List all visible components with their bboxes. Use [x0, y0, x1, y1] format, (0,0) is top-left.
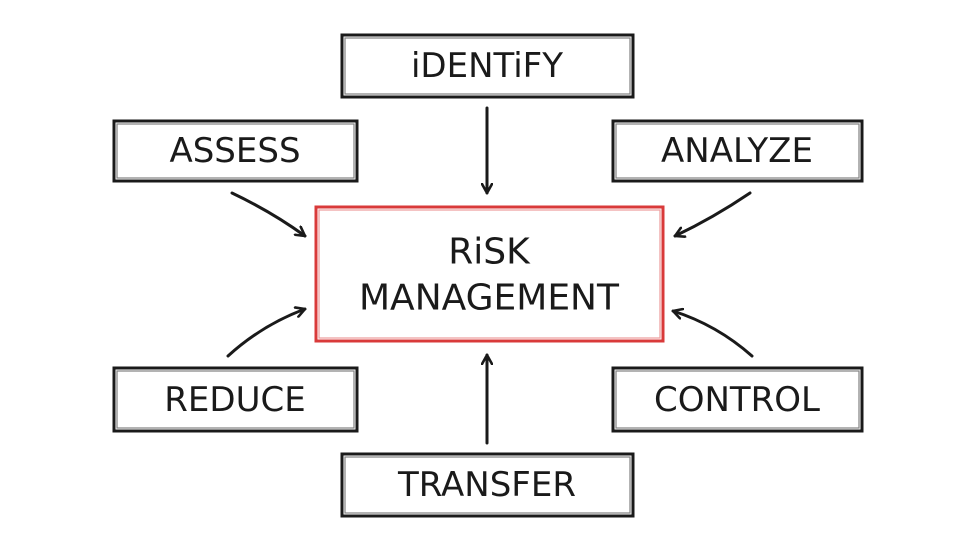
node-identify-label: iDENTiFY — [411, 46, 563, 86]
node-control: CONTROL — [611, 366, 864, 433]
node-assess: ASSESS — [112, 119, 359, 183]
node-transfer-label: TRANSFER — [397, 465, 576, 505]
node-assess-label: ASSESS — [169, 131, 300, 171]
center-node: RiSK MANAGEMENT — [314, 205, 665, 343]
arrow-analyze-to-center — [673, 191, 752, 236]
node-analyze-label: ANALYZE — [661, 131, 813, 171]
center-title-line1: RiSK — [448, 232, 531, 273]
center-title-line2: MANAGEMENT — [359, 278, 620, 319]
arrow-control-to-center — [671, 311, 754, 358]
arrow-reduce-to-center — [226, 309, 307, 358]
node-analyze: ANALYZE — [611, 119, 864, 183]
node-transfer: TRANSFER — [340, 452, 635, 518]
arrow-assess-to-center — [230, 191, 307, 238]
node-reduce-label: REDUCE — [164, 380, 305, 420]
node-identify: iDENTiFY — [340, 33, 635, 99]
node-control-label: CONTROL — [654, 380, 820, 420]
node-reduce: REDUCE — [112, 366, 359, 433]
